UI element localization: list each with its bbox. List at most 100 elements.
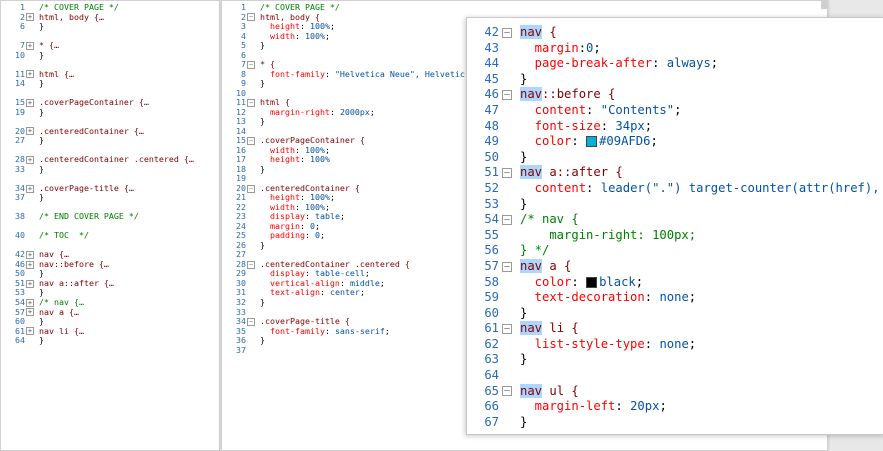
code-line[interactable]: 7* { <box>222 59 827 70</box>
code-line[interactable]: 3 height: 100%; <box>222 21 827 32</box>
code-line[interactable]: 56} */ <box>467 243 883 259</box>
code-line[interactable]: 7* {… <box>1 40 219 51</box>
code-line[interactable]: 64 <box>467 368 883 384</box>
code-line[interactable]: 49 color: #09AFD6; <box>467 134 883 150</box>
code-line[interactable]: 15.coverPageContainer {… <box>1 97 219 108</box>
code-line[interactable]: 35 font-family: sans-serif; <box>222 326 827 337</box>
code-line[interactable]: 28.centeredContainer .centered {… <box>1 154 219 165</box>
code-line[interactable]: 40/* TOC */ <box>1 231 219 241</box>
code-line[interactable]: 53} <box>1 288 219 298</box>
code-line[interactable]: 64} <box>1 335 219 346</box>
code-line[interactable]: 33} <box>1 164 219 175</box>
code-line[interactable]: 10} <box>1 50 219 61</box>
code-line[interactable] <box>1 241 219 251</box>
code-line[interactable]: 8 font-family: "Helvetica Neue", Helveti… <box>222 69 827 80</box>
code-line[interactable]: 20.centeredContainer { <box>222 183 827 194</box>
code-line[interactable]: 66 margin-left: 20px; <box>467 399 883 415</box>
code-line[interactable] <box>1 222 219 232</box>
code-line[interactable]: 34.coverPage-title {… <box>1 183 219 194</box>
code-line[interactable]: 54/* nav { <box>467 212 883 228</box>
code-line[interactable]: 19 <box>222 174 827 184</box>
code-line[interactable]: 33 <box>222 307 827 318</box>
code-line[interactable]: 54/* nav {… <box>1 297 219 308</box>
code-line[interactable]: 53} <box>467 197 883 213</box>
line-number: 40 <box>15 230 25 241</box>
code-line[interactable]: 36} <box>222 335 827 346</box>
code-line[interactable]: 28.centeredContainer .centered { <box>222 259 827 270</box>
code-line[interactable]: 32} <box>222 297 827 308</box>
code-line[interactable]: 34.coverPage-title { <box>222 316 827 327</box>
code-line[interactable]: 23 display: table; <box>222 212 827 222</box>
code-line[interactable]: 62 list-style-type: none; <box>467 337 883 353</box>
code-line[interactable]: 6} <box>1 21 219 32</box>
code-line[interactable]: 1/* COVER PAGE */ <box>1 2 219 13</box>
code-line[interactable]: 52 content: leader(".") target-counter(a… <box>467 181 883 197</box>
code-line[interactable]: 4 width: 100%; <box>222 31 827 42</box>
code-line[interactable]: 31 text-align: center; <box>222 288 827 298</box>
code-line[interactable]: 48 font-size: 34px; <box>467 119 883 135</box>
code-line[interactable]: 25 padding: 0; <box>222 231 827 241</box>
code-line[interactable]: 59 text-decoration: none; <box>467 290 883 306</box>
code-token: .coverPage-title { <box>260 316 350 327</box>
code-line[interactable]: 47 content: "Contents"; <box>467 103 883 119</box>
code-line[interactable]: 45} <box>467 72 883 88</box>
code-line[interactable]: 20.centeredContainer {… <box>1 126 219 137</box>
code-line[interactable]: 37 <box>222 345 827 356</box>
code-line[interactable]: 12 margin-right: 2000px; <box>222 107 827 118</box>
code-line[interactable]: 13} <box>222 116 827 127</box>
code-line[interactable]: 15.coverPageContainer { <box>222 135 827 146</box>
code-line[interactable]: 16 width: 100%; <box>222 145 827 156</box>
code-line[interactable]: 58 color: black; <box>467 275 883 291</box>
code-line[interactable]: 6 <box>222 50 827 61</box>
code-line[interactable]: 1/* COVER PAGE */ <box>222 2 827 13</box>
code-line[interactable]: 29 display: table-cell; <box>222 269 827 279</box>
code-line[interactable]: 60} <box>1 316 219 327</box>
scrollbar-marker[interactable] <box>821 1 827 9</box>
code-line[interactable] <box>1 32 219 42</box>
code-line[interactable]: 60} <box>467 306 883 322</box>
code-line[interactable]: 24 margin: 0; <box>222 221 827 232</box>
code-line[interactable]: 18} <box>222 164 827 175</box>
code-line[interactable]: 43 margin:0; <box>467 41 883 57</box>
code-line[interactable]: 9} <box>222 78 827 89</box>
code-line[interactable]: 17 height: 100% <box>222 154 827 165</box>
code-line[interactable]: 30 vertical-align: middle; <box>222 278 827 289</box>
code-line[interactable]: 55 margin-right: 100px; <box>467 228 883 244</box>
code-line[interactable]: 50} <box>467 150 883 166</box>
code-line[interactable]: 37} <box>1 193 219 203</box>
code-text: margin-left: 20px; <box>515 399 883 415</box>
code-line[interactable]: 27 <box>222 250 827 260</box>
code-line[interactable]: 38/* END COVER PAGE */ <box>1 212 219 222</box>
code-line[interactable]: 26} <box>222 240 827 251</box>
code-line[interactable]: 10 <box>222 88 827 99</box>
code-line[interactable]: 22 width: 100%; <box>222 202 827 213</box>
code-line[interactable]: 44 page-break-after: always; <box>467 56 883 72</box>
code-line[interactable]: 67} <box>467 415 883 431</box>
code-line[interactable]: 27} <box>1 135 219 146</box>
code-line[interactable]: 21 height: 100%; <box>222 193 827 203</box>
code-line[interactable]: 50} <box>1 269 219 279</box>
code-line[interactable]: 5} <box>222 40 827 51</box>
code-line[interactable] <box>1 60 219 70</box>
code-line[interactable]: 19} <box>1 107 219 118</box>
code-line[interactable]: 14} <box>1 78 219 89</box>
code-line[interactable]: 63} <box>467 352 883 368</box>
code-line[interactable]: 14 <box>222 126 827 137</box>
